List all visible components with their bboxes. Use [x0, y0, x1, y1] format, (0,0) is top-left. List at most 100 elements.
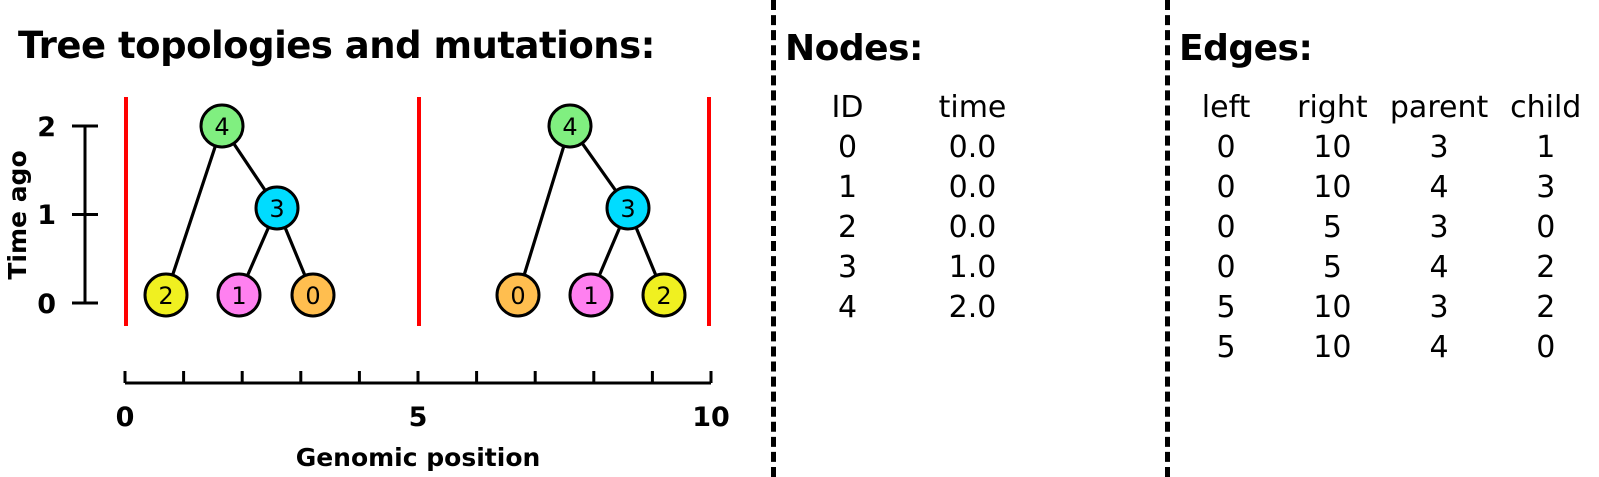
edges-cell-parent: 4: [1429, 330, 1449, 365]
tree-plot-title: Tree topologies and mutations:: [18, 24, 655, 67]
panel-divider-left: [771, 0, 776, 477]
edges-cell-parent: 3: [1429, 210, 1449, 245]
x-axis: 0 5 10 Genomic position: [116, 371, 730, 472]
edges-cell-child: 1: [1536, 130, 1556, 165]
edges-cell-parent: 3: [1429, 290, 1449, 325]
node-label-4: 4: [562, 113, 577, 141]
nodes-cell-id: 3: [837, 250, 858, 285]
edges-cell-child: 2: [1536, 290, 1556, 325]
table-row: 1 0.0: [785, 168, 1035, 208]
tree-sequence-svg: 2 1 0 Time ago: [3, 97, 730, 472]
tree-1-node-2[interactable]: 2: [143, 272, 189, 318]
edges-cell-child: 0: [1536, 330, 1556, 365]
table-row: 3 1.0: [785, 248, 1035, 288]
table-row: 0 5 3 0: [1173, 208, 1599, 248]
nodes-cell-time: 2.0: [948, 290, 997, 325]
edges-cell-parent: 4: [1429, 250, 1449, 285]
table-row: 0 10 3 1: [1173, 128, 1599, 168]
nodes-table: ID time 0 0.0 1 0.0 2 0.0 3: [785, 88, 1035, 328]
node-label-1: 1: [231, 282, 246, 310]
edges-cell-left: 5: [1216, 290, 1236, 325]
node-label-3: 3: [620, 195, 635, 223]
edges-cell-parent: 4: [1429, 170, 1449, 205]
x-tick-label-10: 10: [692, 402, 730, 433]
y-axis-title: Time ago: [3, 150, 32, 279]
tree-1-node-4[interactable]: 4: [199, 103, 245, 149]
nodes-cell-id: 2: [837, 210, 858, 245]
nodes-cell-time: 0.0: [948, 210, 997, 245]
branch-4-0: [516, 124, 572, 297]
nodes-column-header-time: time: [938, 90, 1007, 125]
edges-cell-left: 0: [1216, 250, 1236, 285]
node-label-1: 1: [583, 282, 598, 310]
edges-cell-left: 0: [1216, 130, 1236, 165]
node-circle-0[interactable]: [290, 272, 336, 318]
tree-2-node-0[interactable]: 0: [495, 272, 541, 318]
tree-interval-5-10: 4 3 0 1 2: [495, 103, 687, 318]
edges-cell-left: 0: [1216, 210, 1236, 245]
table-row: 5 10 3 2: [1173, 288, 1599, 328]
nodes-panel: Nodes: ID time 0 0.0 1 0.0 2 0: [771, 0, 1165, 477]
nodes-title: Nodes:: [785, 28, 923, 69]
y-tick-label-0: 0: [37, 289, 56, 320]
y-tick-label-2: 2: [37, 112, 56, 143]
x-tick-label-0: 0: [116, 402, 135, 433]
node-circle-2[interactable]: [143, 272, 189, 318]
edges-cell-left: 0: [1216, 170, 1236, 205]
edges-cell-right: 10: [1313, 130, 1352, 165]
edges-cell-child: 0: [1536, 210, 1556, 245]
table-row: 4 2.0: [785, 288, 1035, 328]
edges-table: left right parent child 0 10 3 1 0 10 4: [1173, 88, 1599, 368]
node-circle-1[interactable]: [568, 272, 614, 318]
branch-4-2: [164, 124, 224, 297]
tree-2-node-3[interactable]: 3: [605, 185, 651, 231]
edges-column-header-right: right: [1297, 90, 1368, 125]
y-axis: 2 1 0 Time ago: [3, 112, 98, 320]
edges-cell-child: 3: [1536, 170, 1556, 205]
table-row: 0 10 4 3: [1173, 168, 1599, 208]
edges-cell-right: 10: [1313, 290, 1352, 325]
tree-1-nodes: 4 3 2 1 0: [143, 103, 336, 318]
node-circle-3[interactable]: [254, 185, 300, 231]
node-circle-3[interactable]: [605, 185, 651, 231]
table-row: 0 0.0: [785, 128, 1035, 168]
node-circle-4[interactable]: [199, 103, 245, 149]
edges-cell-right: 10: [1313, 170, 1352, 205]
tree-2-node-4[interactable]: 4: [547, 103, 593, 149]
node-circle-1[interactable]: [216, 272, 262, 318]
nodes-column-header-id: ID: [831, 90, 864, 125]
edges-panel: Edges: left right parent child 0 10 3 1: [1165, 0, 1599, 477]
panel-divider-right: [1165, 0, 1170, 477]
table-row: 0 5 4 2: [1173, 248, 1599, 288]
edges-cell-child: 2: [1536, 250, 1556, 285]
edges-cell-right: 10: [1313, 330, 1352, 365]
tree-1-node-0[interactable]: 0: [290, 272, 336, 318]
edges-header-row: left right parent child: [1173, 88, 1599, 128]
node-label-2: 2: [158, 282, 173, 310]
tree-2-node-1[interactable]: 1: [568, 272, 614, 318]
node-circle-4[interactable]: [547, 103, 593, 149]
table-row: 2 0.0: [785, 208, 1035, 248]
edges-cell-right: 5: [1322, 250, 1342, 285]
y-tick-label-1: 1: [37, 200, 56, 231]
nodes-cell-time: 1.0: [948, 250, 997, 285]
edges-title: Edges:: [1179, 28, 1313, 69]
node-circle-2[interactable]: [641, 272, 687, 318]
node-label-2: 2: [656, 282, 671, 310]
x-axis-title: Genomic position: [296, 443, 541, 472]
breakpoint-lines: [124, 97, 711, 326]
node-label-0: 0: [510, 282, 525, 310]
tree-1-node-3[interactable]: 3: [254, 185, 300, 231]
edges-column-header-child: child: [1510, 90, 1582, 125]
edges-cell-left: 5: [1216, 330, 1236, 365]
tree-1-node-1[interactable]: 1: [216, 272, 262, 318]
node-circle-0[interactable]: [495, 272, 541, 318]
edges-cell-right: 5: [1322, 210, 1342, 245]
nodes-cell-id: 1: [837, 170, 858, 205]
tree-interval-0-5: 4 3 2 1 0: [143, 103, 336, 318]
edges-column-header-parent: parent: [1389, 90, 1489, 125]
nodes-cell-id: 0: [837, 130, 858, 165]
nodes-cell-time: 0.0: [948, 170, 997, 205]
edges-cell-parent: 3: [1429, 130, 1449, 165]
tree-2-node-2[interactable]: 2: [641, 272, 687, 318]
